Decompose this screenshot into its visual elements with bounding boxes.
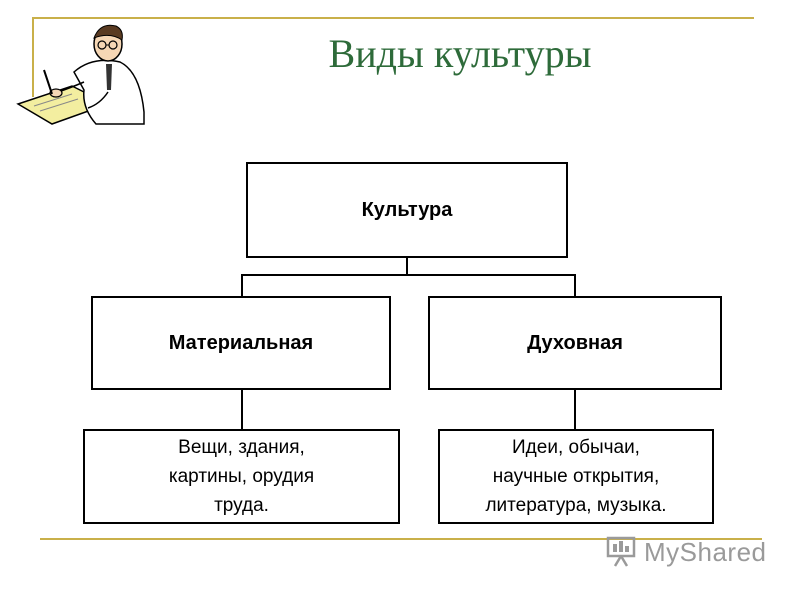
spiritual-example-line: Идеи, обычаи,	[512, 437, 640, 458]
connector-right-examples	[574, 389, 576, 430]
spiritual-example-line: литература, музыка.	[485, 495, 667, 516]
node-spiritual-examples: Идеи, обычаи, научные открытия, литерату…	[438, 429, 714, 524]
bottom-frame-line	[40, 538, 762, 540]
node-material: Материальная	[91, 296, 391, 390]
connector-horizontal	[241, 274, 576, 276]
node-spiritual: Духовная	[428, 296, 722, 390]
left-frame-line	[32, 17, 34, 97]
node-culture: Культура	[246, 162, 568, 258]
top-frame-line	[32, 17, 754, 19]
watermark: MyShared	[606, 536, 767, 568]
myshared-logo-icon	[606, 536, 636, 567]
page-title: Виды культуры	[328, 31, 592, 76]
node-spiritual-label: Духовная	[527, 331, 623, 354]
node-culture-label: Культура	[361, 198, 453, 221]
connector-left-examples	[241, 389, 243, 430]
material-example-line: картины, орудия	[168, 466, 315, 487]
spiritual-example-line: научные открытия,	[492, 466, 660, 487]
node-material-examples: Вещи, здания, картины, орудия труда.	[83, 429, 400, 524]
man-writing-illustration	[16, 24, 145, 125]
material-example-line: Вещи, здания,	[178, 437, 305, 458]
connector-right-down	[574, 274, 576, 297]
material-example-line: труда.	[214, 495, 269, 516]
connector-left-down	[241, 274, 243, 297]
node-material-label: Материальная	[168, 331, 314, 354]
connector-root-down	[406, 257, 408, 275]
watermark-text: MyShared	[644, 536, 767, 567]
